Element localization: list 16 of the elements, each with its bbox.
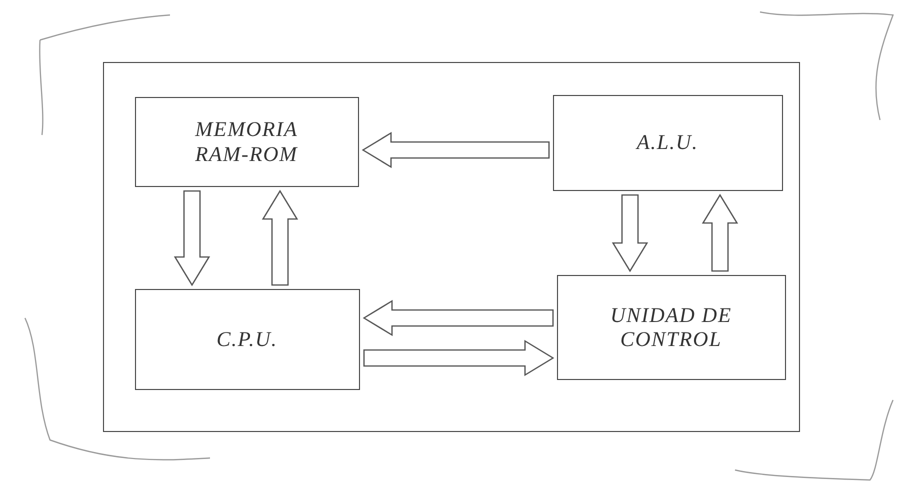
block-box xyxy=(552,94,782,190)
block-label: C.P.U. xyxy=(216,326,278,352)
block-label: A.L.U. xyxy=(636,130,698,155)
block-box xyxy=(556,274,786,380)
block-arrow xyxy=(262,190,298,286)
block-arrow xyxy=(362,132,550,168)
block-box xyxy=(134,288,360,390)
block-arrow xyxy=(612,194,648,272)
block-label: MEMORIA RAM-ROM xyxy=(194,117,299,166)
block-arrow xyxy=(174,190,210,286)
block-arrow xyxy=(702,194,738,272)
frame-box xyxy=(103,62,800,432)
block-arrow xyxy=(362,300,554,336)
block-arrow xyxy=(363,340,554,376)
block-label: UNIDAD DE CONTROL xyxy=(609,302,733,352)
block-box xyxy=(134,96,358,186)
